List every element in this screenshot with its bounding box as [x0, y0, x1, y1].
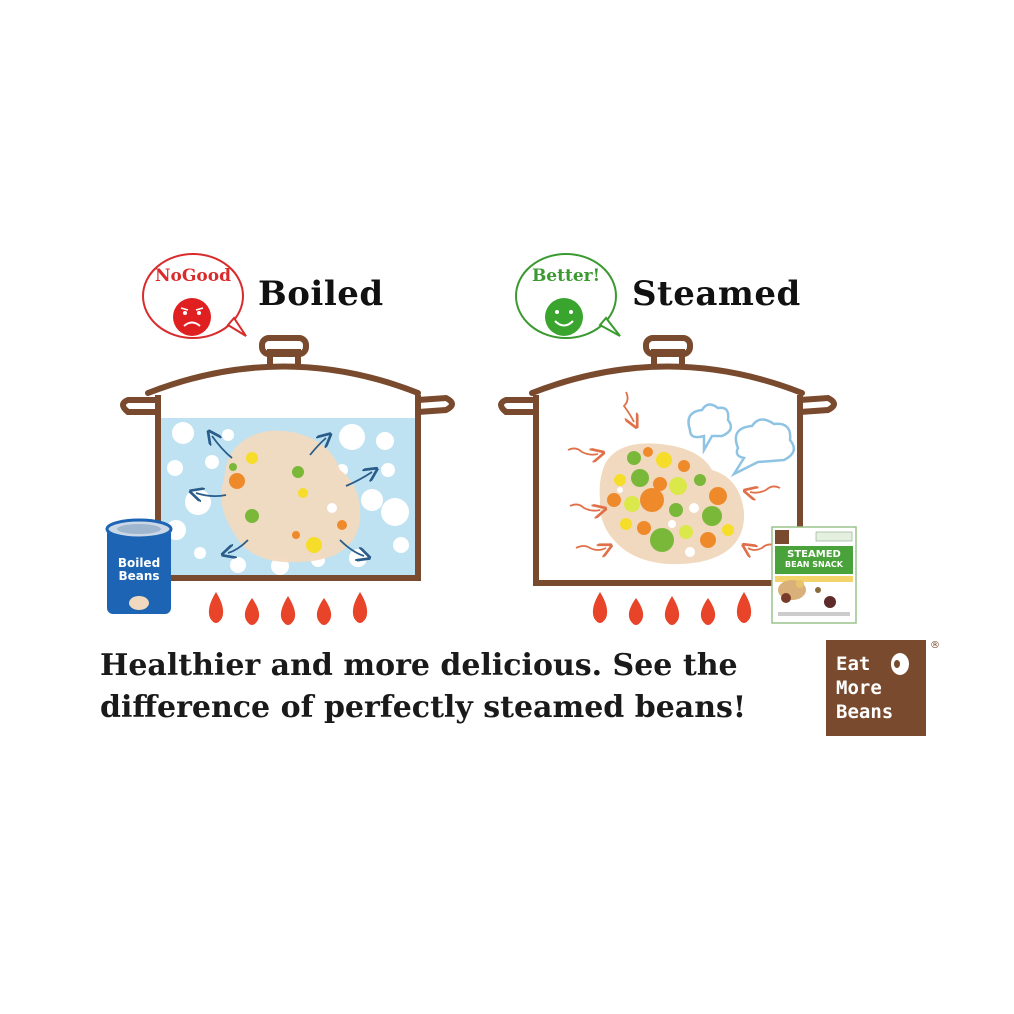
can-label-line2: Beans [118, 569, 160, 583]
nogood-speech-bubble [142, 253, 247, 339]
can-label-line1: Boiled [117, 556, 161, 570]
sad-face-icon [173, 298, 211, 336]
nutrient-loss-arrows [196, 436, 372, 556]
burner-flames-left [208, 592, 368, 625]
steaming-pot [498, 335, 837, 586]
steamed-bean-snack-package-icon [771, 526, 857, 624]
eat-more-beans-logo: Eat More Beans [826, 640, 926, 736]
boiled-beans-can-icon [105, 518, 173, 614]
can-label: Boiled Beans [109, 557, 169, 583]
package-label: STEAMED BEAN SNACK [775, 549, 853, 570]
package-label-line2: BEAN SNACK [785, 560, 843, 569]
boiled-heading: Boiled [258, 274, 384, 314]
steamed-bean [599, 443, 745, 565]
nogood-badge-label: NoGood [155, 266, 231, 286]
steam-cloud-icon [687, 403, 796, 478]
happy-face-icon [545, 298, 583, 336]
better-badge-label: Better! [531, 266, 601, 286]
tagline-line2: difference of perfectly steamed beans! [100, 690, 747, 725]
package-label-line1: STEAMED [787, 549, 841, 560]
steam-heat-arrows [567, 391, 781, 550]
better-speech-bubble [515, 253, 621, 339]
tagline-line1: Healthier and more delicious. See the [100, 648, 738, 683]
boiled-bean [221, 430, 361, 563]
logo-text: Eat More Beans [836, 652, 893, 724]
registered-mark: ® [930, 640, 940, 651]
logo-line3: Beans [836, 701, 894, 723]
burner-flames-right [592, 592, 752, 625]
logo-line1: Eat [836, 653, 871, 675]
steamed-heading: Steamed [632, 274, 801, 314]
tagline: Healthier and more delicious. See the di… [100, 645, 800, 729]
logo-line2: More [836, 677, 882, 699]
bean-logo-icon [891, 653, 909, 675]
